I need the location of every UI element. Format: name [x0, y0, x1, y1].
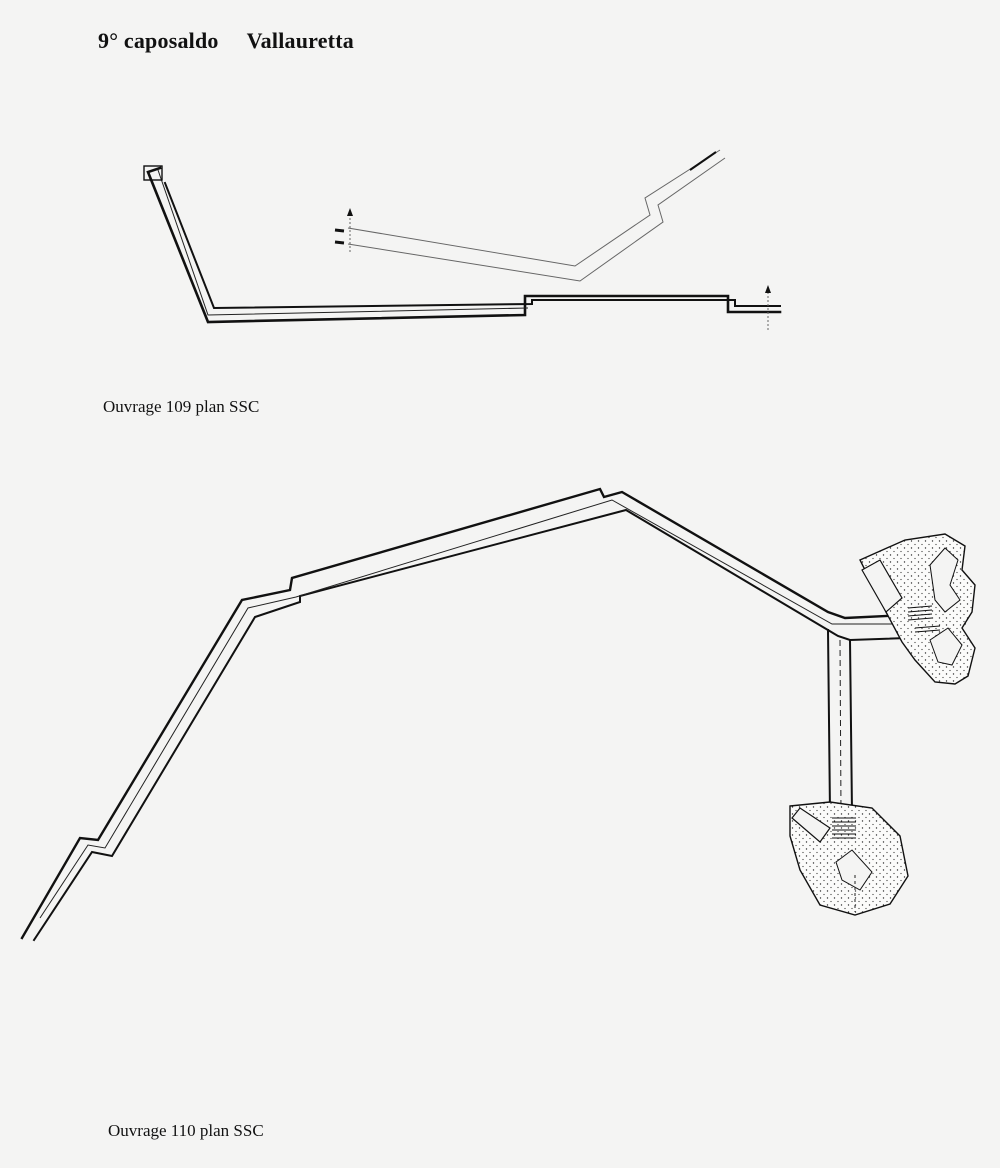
page-title: 9° caposaldo Vallauretta — [98, 28, 354, 54]
ouvrage-110-plan — [20, 487, 976, 942]
stronghold-number: 9° caposaldo — [98, 28, 219, 53]
combat-block-upper — [859, 533, 976, 685]
stronghold-name: Vallauretta — [246, 28, 354, 53]
section-arrow-left — [347, 208, 353, 252]
gallery-109-main — [143, 165, 782, 324]
gallery-110-main — [20, 487, 968, 942]
section-arrow-right — [765, 285, 771, 330]
combat-block-lower — [789, 801, 909, 916]
gallery-109-upper — [334, 149, 726, 282]
gallery-110-branch — [826, 628, 854, 814]
ouvrage-109-plan — [143, 149, 782, 330]
plan-110-caption: Ouvrage 110 plan SSC — [108, 1121, 264, 1140]
plan-109-caption: Ouvrage 109 plan SSC — [103, 397, 260, 416]
